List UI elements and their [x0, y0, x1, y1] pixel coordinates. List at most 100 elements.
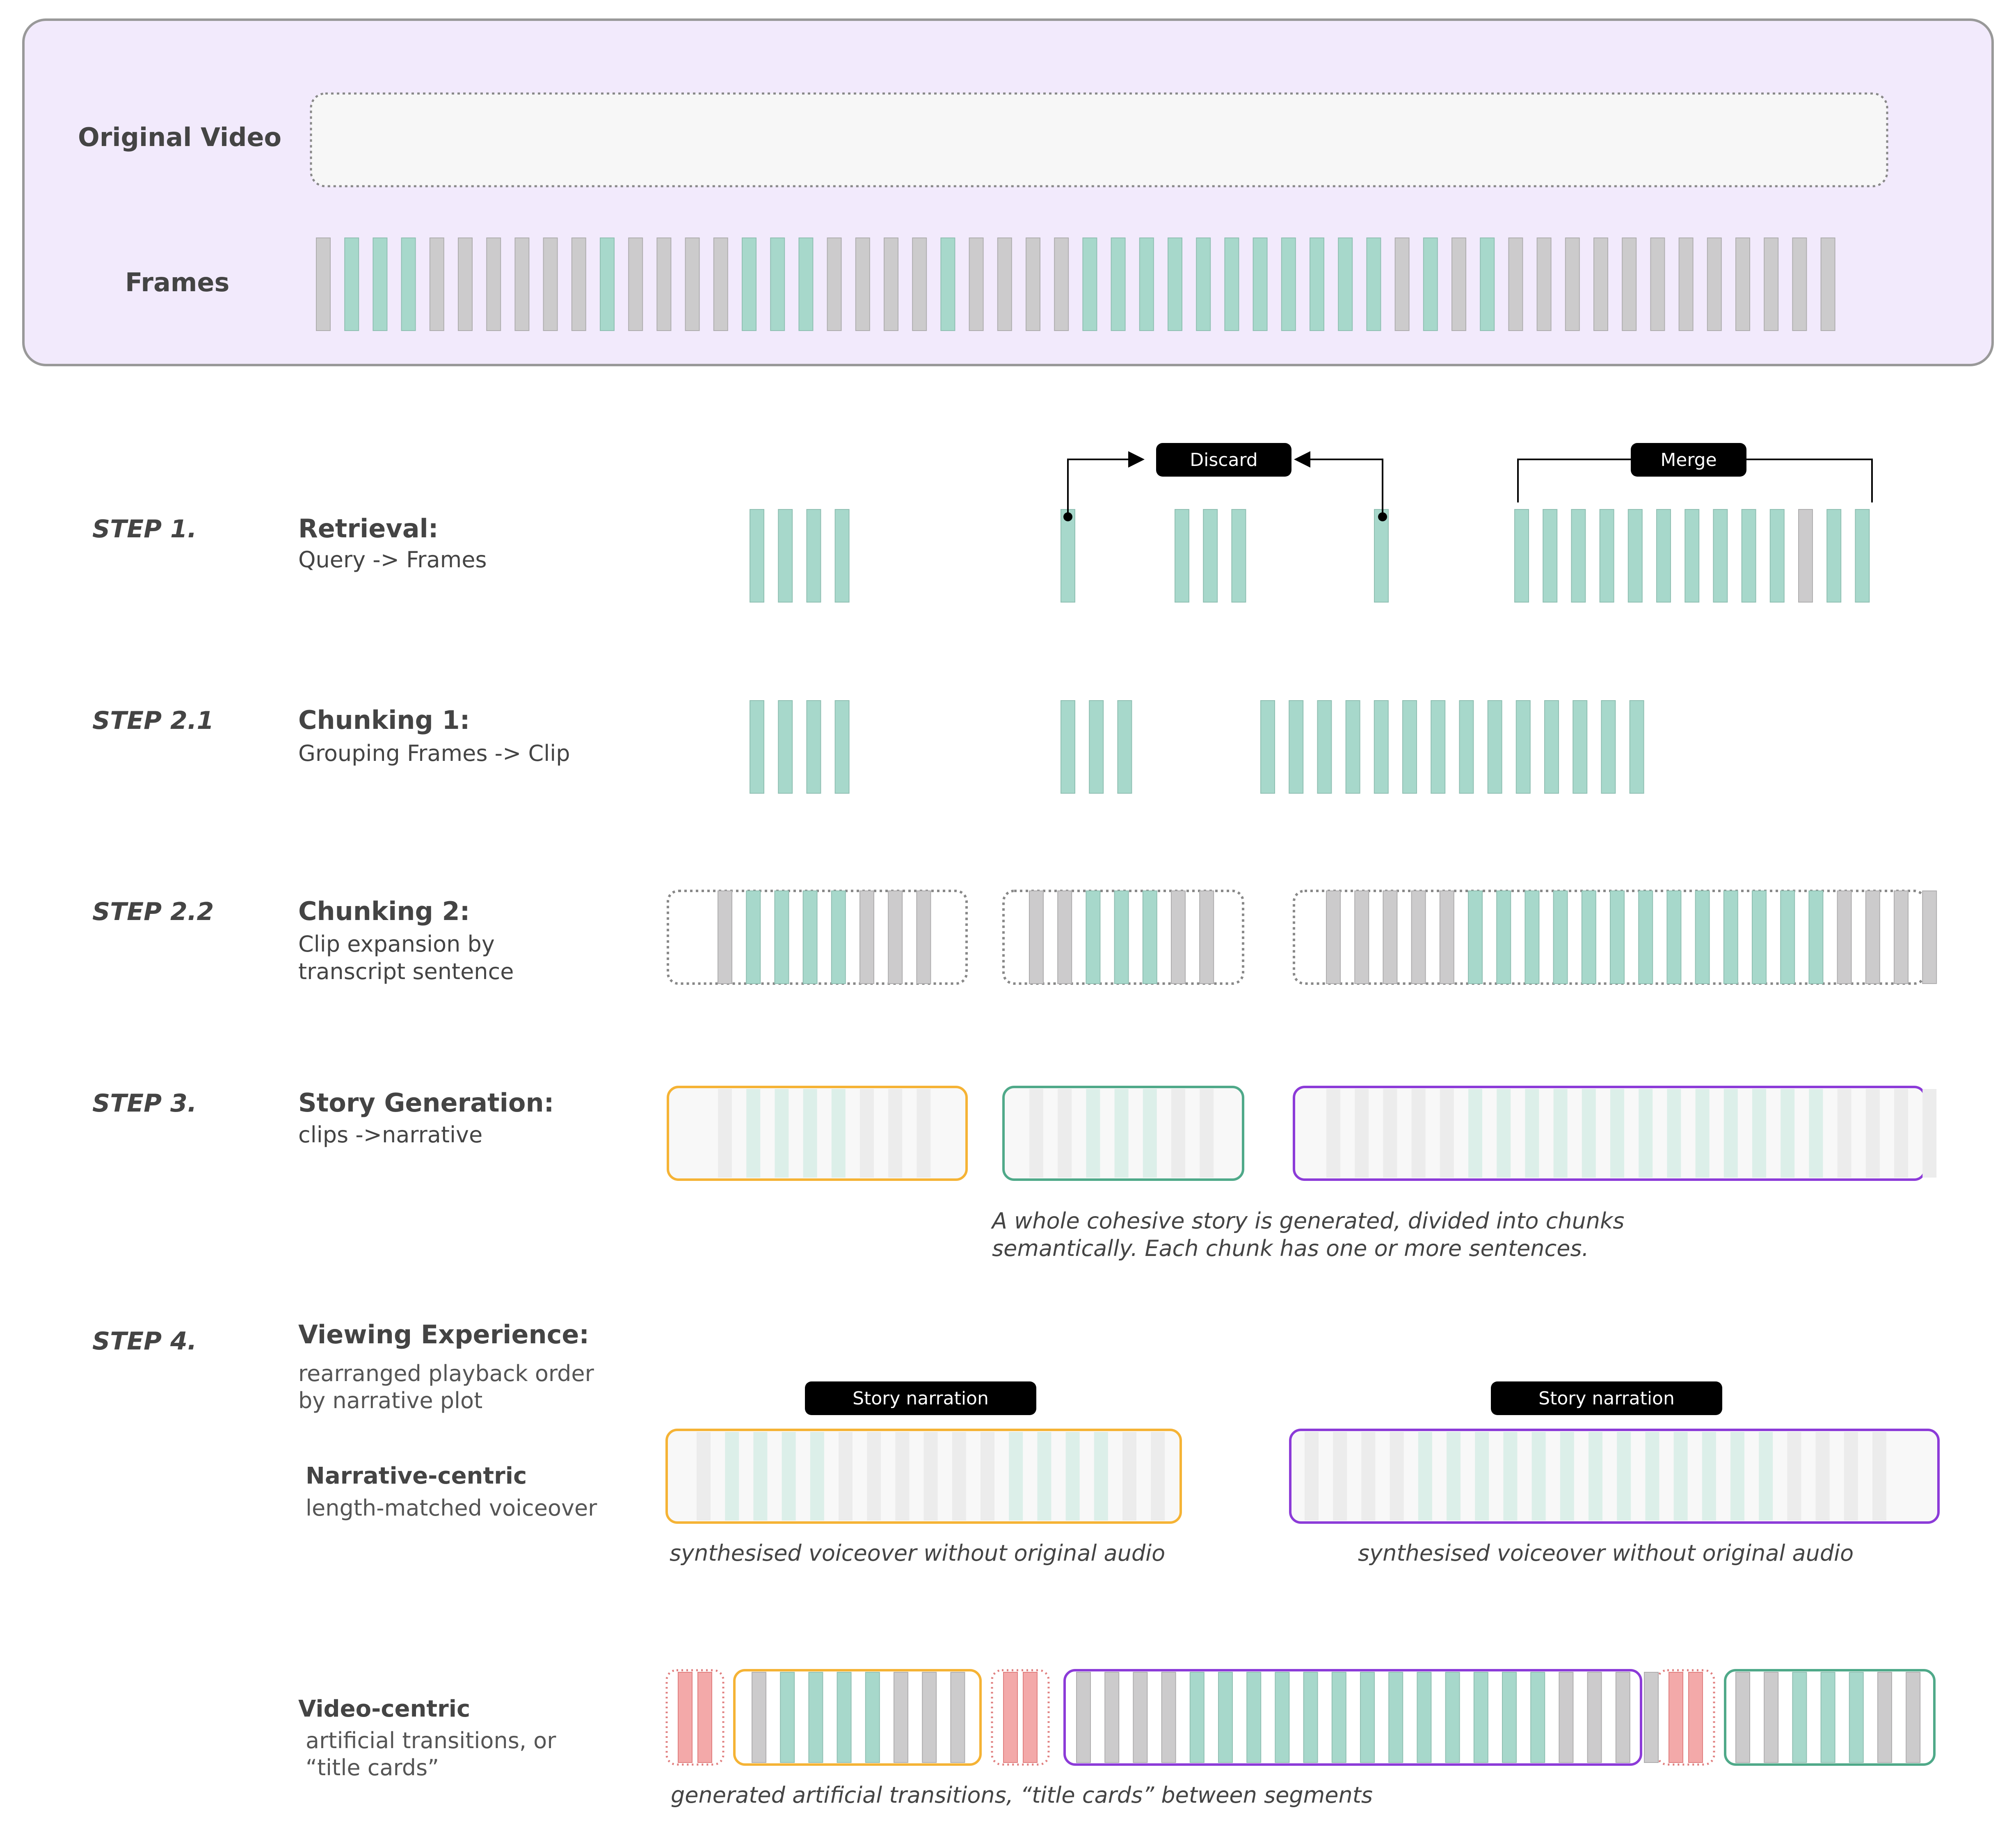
clip-frame [1289, 700, 1304, 794]
frame [1707, 237, 1722, 331]
retrieved-frame [750, 509, 764, 603]
title-card-box [665, 1669, 725, 1766]
story-chunk-frame [1639, 1089, 1653, 1178]
expanded-clip-frame [1354, 890, 1369, 984]
retrieved-frame [778, 509, 793, 603]
frame [1111, 237, 1126, 331]
story-chunk-frame [1809, 1089, 1823, 1178]
frame [1622, 237, 1637, 331]
frame [884, 237, 898, 331]
expanded-clip-frame [774, 890, 789, 984]
retrieved-frame [1685, 509, 1700, 603]
frame [1480, 237, 1495, 331]
frame [1735, 237, 1750, 331]
title-card-frame [1688, 1672, 1703, 1763]
step-3-label: STEP 3. [92, 1089, 197, 1118]
frame [401, 237, 416, 331]
expanded-clip-frame [802, 890, 818, 984]
title-card-frame [1023, 1672, 1038, 1763]
narrative-clip-frame [1531, 1432, 1546, 1521]
retrieved-frame [1061, 509, 1075, 603]
frame [1310, 237, 1324, 331]
narrative-clip-frame [1361, 1432, 1376, 1521]
frame [1054, 237, 1069, 331]
story-narration-label-1: Story narration [853, 1388, 989, 1409]
frame [1764, 237, 1779, 331]
narrative-centric-title: Narrative-centric [306, 1463, 527, 1489]
narrative-centric-clips [665, 1429, 1940, 1524]
story-chunk-frame [1114, 1089, 1129, 1178]
frames-label: Frames [125, 267, 229, 297]
frame [1536, 237, 1552, 331]
story-chunk-frame [1723, 1089, 1738, 1178]
narrative-clip-frame [1009, 1432, 1023, 1521]
clip-frame [1544, 700, 1559, 794]
video-clip-frame [1615, 1672, 1630, 1763]
step-4-subtitle-line-2: by narrative plot [298, 1388, 482, 1413]
story-chunk-frame [1029, 1089, 1043, 1178]
video-centric-caption: generated artificial transitions, “title… [671, 1782, 1373, 1808]
step-3-caption-line-1: A whole cohesive story is generated, div… [991, 1208, 1624, 1234]
expanded-clip-frame [1057, 890, 1072, 984]
narrative-clip-frame [1151, 1432, 1165, 1521]
narrative-clip-frame [1645, 1432, 1659, 1521]
frame [685, 237, 700, 331]
expanded-clips [667, 890, 1937, 985]
story-chunks [667, 1086, 1937, 1181]
story-chunk-frame [917, 1089, 931, 1178]
frame [1394, 237, 1410, 331]
step-2-2: STEP 2.2 Chunking 2: Clip expansion by t… [92, 890, 1937, 985]
video-clip-frame [1820, 1672, 1835, 1763]
video-clip-frame [1388, 1672, 1403, 1763]
narrative-clip-frame [1759, 1432, 1773, 1521]
video-clip-frame [1877, 1672, 1892, 1763]
retrieved-frame [1741, 509, 1756, 603]
video-clip-frame [1559, 1672, 1574, 1763]
video-clip-frame [1792, 1672, 1807, 1763]
narrative-clip-frame [1475, 1432, 1489, 1521]
story-chunk-frame [1525, 1089, 1539, 1178]
narrative-clip-frame [1872, 1432, 1886, 1521]
frame [600, 237, 615, 331]
expanded-clip-frame [1894, 890, 1909, 984]
frame [1366, 237, 1381, 331]
frame [1026, 237, 1040, 331]
story-chunk-frame [1355, 1089, 1369, 1178]
video-clip-frame [1104, 1672, 1120, 1763]
video-clip-frame [1246, 1672, 1262, 1763]
story-chunk-frame [1326, 1089, 1340, 1178]
video-centric-subtitle-line-2: “title cards” [306, 1755, 439, 1781]
video-clip-frame [1161, 1672, 1176, 1763]
frame [1196, 237, 1211, 331]
video-clip-frame [837, 1672, 852, 1763]
step-4-label: STEP 4. [92, 1327, 197, 1356]
frame [713, 237, 728, 331]
frame [827, 237, 842, 331]
step-3-subtitle: clips ->narrative [298, 1122, 482, 1148]
story-chunk-frame [831, 1089, 846, 1178]
expanded-clip-frame [916, 890, 931, 984]
narrative-clip-frame [1673, 1432, 1688, 1521]
frame [1451, 237, 1466, 331]
clip-frame [1345, 700, 1360, 794]
step-4-title: Viewing Experience: [298, 1320, 589, 1349]
video-clip-frame [1189, 1672, 1205, 1763]
video-clip-frame [1445, 1672, 1460, 1763]
video-clip-frame [1076, 1672, 1091, 1763]
frame [997, 237, 1012, 331]
clip-frame [1117, 700, 1132, 794]
narrative-clip-frame [1065, 1432, 1080, 1521]
expanded-clip-frame [1496, 890, 1511, 984]
retrieved-frame [806, 509, 821, 603]
retrieved-frame [1769, 509, 1785, 603]
narrative-centric-subtitle: length-matched voiceover [306, 1495, 597, 1521]
retrieved-frame [1798, 509, 1813, 603]
expanded-clip-frame [1468, 890, 1483, 984]
title-card-frame [678, 1672, 693, 1763]
step-1-label: STEP 1. [92, 515, 197, 543]
title-card-box [991, 1669, 1050, 1766]
expanded-clip-frame [888, 890, 903, 984]
frame [514, 237, 530, 331]
retrieved-frame [1855, 509, 1870, 603]
